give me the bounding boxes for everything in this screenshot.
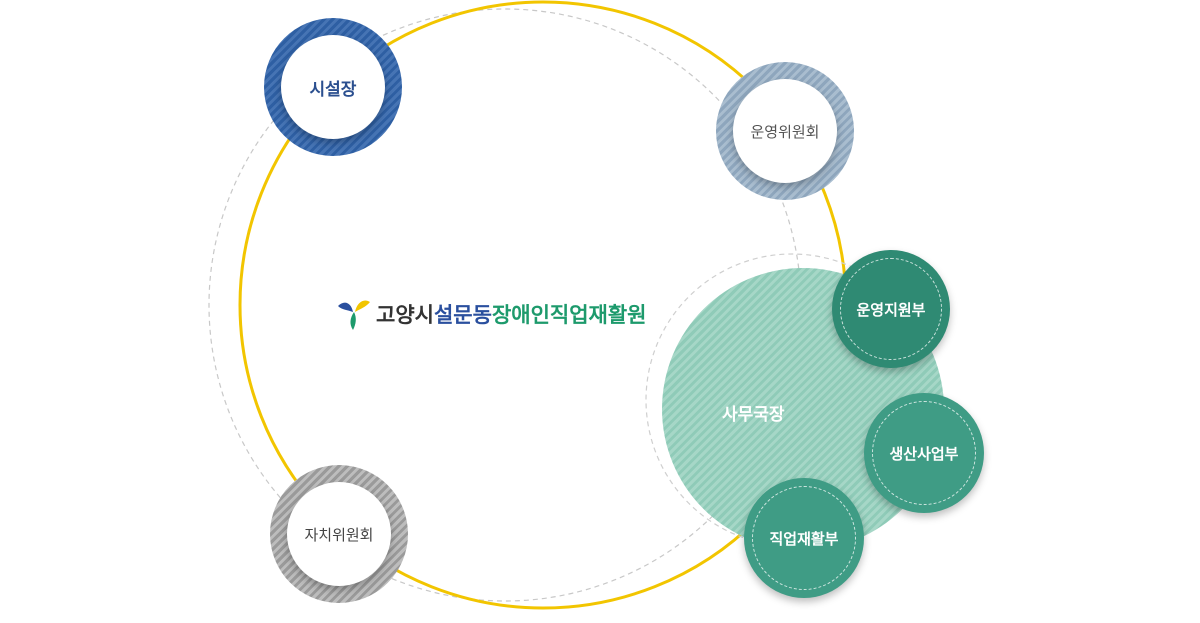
self-committee-node: 자치위원회 xyxy=(270,465,408,603)
department-node-operations-support: 운영지원부 xyxy=(832,250,950,368)
department-label: 생산사업부 xyxy=(889,444,959,463)
department-label: 운영지원부 xyxy=(856,300,926,319)
director-label: 사무국장 xyxy=(722,405,785,425)
logo-text-city: 고양시 xyxy=(376,303,434,327)
mayor-node: 시설장 xyxy=(264,18,402,156)
operating-committee-label: 운영위원회 xyxy=(750,122,820,141)
department-node-production: 생산사업부 xyxy=(864,393,984,513)
operating-committee-node: 운영위원회 xyxy=(716,62,854,200)
logo-text: 고양시설문동장애인직업재활원 xyxy=(376,299,647,329)
logo-mark-icon xyxy=(338,300,370,330)
logo-text-institution: 장애인직업재활원 xyxy=(491,303,647,327)
mayor-label: 시설장 xyxy=(309,79,357,100)
department-node-vocational-rehab: 직업재활부 xyxy=(744,478,864,598)
self-committee-label: 자치위원회 xyxy=(304,525,374,544)
operating-committee-node-inner: 운영위원회 xyxy=(733,79,837,183)
logo-text-district: 설문동 xyxy=(433,303,492,327)
organization-logo: 고양시설문동장애인직업재활원 xyxy=(336,296,647,332)
department-label: 직업재활부 xyxy=(769,529,839,548)
mayor-node-inner: 시설장 xyxy=(281,35,385,139)
self-committee-node-inner: 자치위원회 xyxy=(287,482,391,586)
